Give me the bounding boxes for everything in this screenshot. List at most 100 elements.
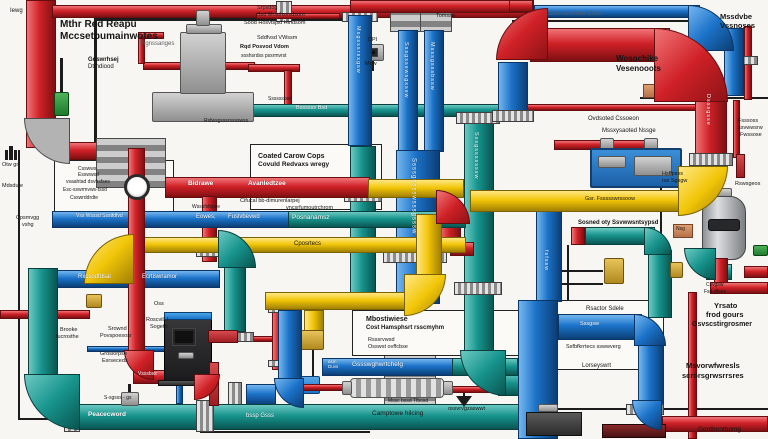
flange: [492, 110, 534, 122]
annotation-label: Rsfwsgsssrsssswss: [204, 118, 249, 124]
annotation-label: Esswwsd: [78, 172, 99, 178]
tower-icon: [5, 150, 8, 160]
teal-branch-down: [648, 250, 672, 318]
annotation-label: Srownd: [108, 326, 127, 332]
annotation-label: Rswsgeos: [735, 181, 761, 187]
annotation-label: asm: [328, 359, 337, 364]
annotation-label: Ssd Mosthsvsdsom: [257, 12, 305, 18]
annotation-label: Sssgssswsgsssw: [402, 42, 409, 99]
annotation-label: Ovdsoted Cssoeon: [588, 116, 640, 122]
annotation-label: Hsffpsvs: [662, 171, 683, 177]
annotation-label: Ssfbfkrrtecs sswwverg: [566, 344, 621, 350]
annotation-label: Rsactor Sdele: [586, 306, 624, 312]
annotation-label: Lorseyswrt: [582, 363, 612, 369]
annotation-label: vncsrfumoutrchrom: [286, 205, 334, 211]
annotation-label: Sood Hosvtsjsd Hindsom: [244, 20, 306, 26]
thin-blue-pipe: [176, 384, 183, 404]
annotation-label: bssp Gsss: [246, 413, 275, 419]
annotation-label: Covuld Redvaxs wregy: [258, 161, 330, 168]
pressure-gauge: [124, 174, 150, 200]
annotation-label: Otw gr: [2, 162, 19, 168]
yellow-band-3: [265, 292, 420, 310]
annotation-label: Camptowe hilcing: [372, 410, 424, 417]
ground-stem: [463, 388, 465, 398]
annotation-label: Msgsssrssgsw: [354, 26, 361, 74]
green-valve: [54, 92, 69, 116]
tower-icon: [9, 146, 13, 160]
annotation-label: Roscvill /: [146, 317, 169, 323]
annotation-label: Osswst ovffcbse: [368, 344, 408, 350]
annotation-label: Mdsdute: [2, 183, 24, 189]
annotation-label: Rqd Posvod Vdom: [240, 44, 289, 50]
annotation-label: Esc-sswrmvws-tssd: [63, 187, 107, 193]
valve-stem: [312, 350, 314, 378]
annotation-label: Sddfvsd VWssm: [257, 35, 298, 41]
spout-pipe: [138, 32, 164, 39]
big-red-downpipe: [695, 92, 727, 156]
annotation-label: Msssgsssbssw: [428, 42, 435, 91]
valve-stem: [128, 384, 131, 394]
flange: [196, 400, 214, 432]
annotation-label: Nsg: [676, 226, 685, 232]
annotation-label: Iewg: [10, 8, 23, 14]
pump-stub: [538, 404, 558, 412]
annotation-label: vshg: [22, 222, 34, 228]
annotation-label: Cpsmvgg: [16, 215, 40, 221]
ground-symbol-icon: [456, 396, 472, 407]
annotation-label: Rxcsodfdsal: [78, 274, 111, 280]
annotation-label: Mssxysaoted Nssge: [602, 128, 656, 134]
blue-drop: [278, 310, 302, 380]
annotation-label: Coated Carow Cops: [258, 153, 325, 160]
annotation-label: Vss Wsssd Ssstfdfvd: [76, 213, 123, 219]
annotation-label: Peacecword: [88, 411, 126, 418]
annotation-label: Fsd-dfses: [704, 289, 726, 295]
frame-line-top: [94, 18, 346, 21]
annotation-label: Esrseceds: [102, 358, 128, 364]
cabinet-screen: [172, 328, 196, 346]
motor-cylinder: [180, 32, 226, 94]
big-red-header: [530, 28, 670, 62]
annotation-label: ossvrvgzaswwt: [448, 406, 485, 412]
teal-bottom-main: [72, 404, 520, 430]
annotation-label: scrorsgrwsrrsres: [682, 371, 744, 380]
motor-stub: [196, 10, 210, 26]
pipe-elbow-t-bl: [24, 374, 80, 430]
teal-main-riser: [464, 118, 494, 358]
annotation-label: Srpsdog: [257, 5, 278, 11]
level-gauge: [736, 154, 745, 178]
annotation-label: Csswrddrdte: [70, 195, 99, 201]
annotation-label: Sssgsw: [580, 321, 599, 327]
annotation-label: Fuslvbevwd: [228, 214, 260, 220]
annotation-label: Sosned oty Ssvwwsntsypsd: [578, 220, 659, 226]
valve-lead-line: [545, 283, 603, 285]
annotation-label: Sssgsssssssw: [472, 132, 479, 180]
annotation-label: S-sgsss - gs: [104, 395, 132, 401]
annotation-label: Ssssgsssswsssgsssw: [410, 158, 417, 235]
top-red-header: [350, 0, 534, 13]
blue-band-right: [558, 314, 642, 340]
pipe-elbow-g-bl: [24, 118, 70, 164]
annotation-label: Dtmdiood: [88, 64, 114, 70]
annotation-label: vsaahtad dsvhsfses: [66, 179, 110, 185]
annotation-label: Vsssbss: [138, 371, 157, 377]
control-cabinet: [164, 312, 212, 382]
annotation-label: Oss: [154, 301, 164, 307]
silencer-cap: [443, 381, 453, 395]
annotation-label: Wosochike: [616, 54, 659, 63]
annotation-label: Tomsse: [436, 13, 455, 19]
spout-pipe: [138, 38, 145, 64]
annotation-label: Eowes;: [196, 214, 216, 220]
annotation-label: Sogeth: [150, 324, 168, 330]
callout-box-bottom-center: [352, 310, 542, 356]
annotation-label: Bssssss Bsd: [296, 105, 328, 111]
annotation-label: rss Sgsgw: [662, 178, 688, 184]
annotation-label: Vssnoses: [720, 21, 756, 30]
annotation-label: Wsssfsfspse: [192, 204, 221, 210]
thin-red-pipe: [256, 13, 340, 19]
unit-detail: [634, 156, 672, 176]
annotation-label: Vesenooots: [616, 64, 661, 73]
annotation-label: soshsrdss pssrmvrst: [241, 53, 287, 59]
gray-stub: [714, 258, 728, 284]
annotation-label: Gdswrhsej: [88, 57, 119, 63]
annotation-label: Gssswghwrtchelg: [352, 361, 403, 368]
